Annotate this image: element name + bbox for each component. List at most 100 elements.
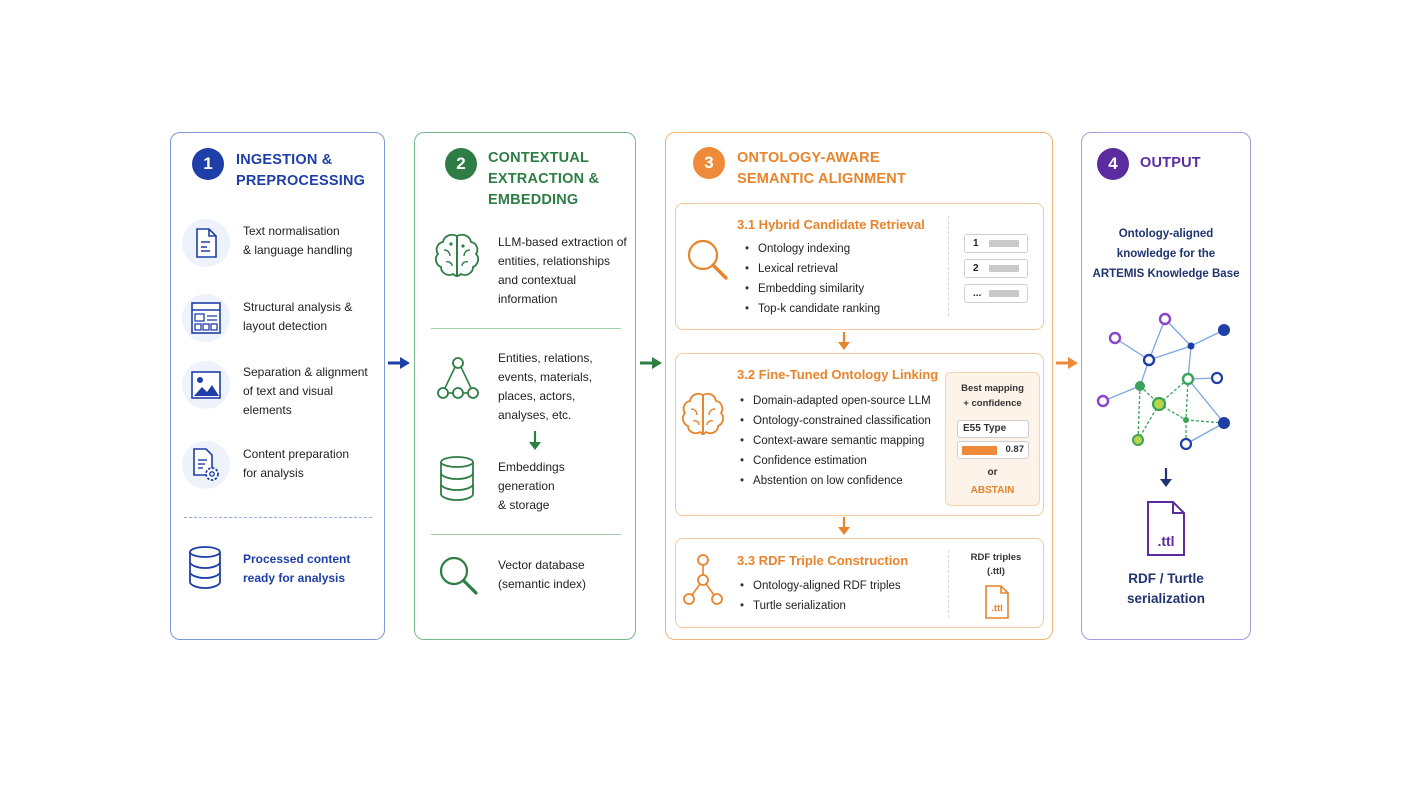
list-item: Embedding similarity bbox=[745, 279, 880, 299]
search-icon bbox=[687, 239, 728, 280]
panel1-divider bbox=[184, 517, 372, 518]
step-number-1: 1 bbox=[192, 148, 224, 180]
arrow-down-icon bbox=[838, 517, 850, 535]
graph-nodes-icon bbox=[437, 357, 479, 399]
step-number-4: 4 bbox=[1097, 148, 1129, 180]
list-item: Ontology-aligned RDF triples bbox=[740, 576, 901, 596]
panel1-item-3-line2: of text and visual bbox=[243, 384, 334, 398]
brain-icon bbox=[434, 233, 480, 277]
rank-number: 1 bbox=[973, 238, 979, 249]
confidence-bar bbox=[962, 446, 997, 455]
ttl-file-label: .ttl bbox=[991, 603, 1003, 614]
panel4-title: OUTPUT bbox=[1140, 155, 1201, 171]
list-item: Abstention on low confidence bbox=[740, 471, 931, 491]
panel2-embeddings-text: Embeddings generation & storage bbox=[498, 458, 565, 515]
rank-bar bbox=[989, 240, 1019, 247]
panel4-result-line2: serialization bbox=[1126, 591, 1206, 606]
section-3-2-title: 3.2 Fine-Tuned Ontology Linking bbox=[737, 367, 939, 382]
panel4-desc-line1: Ontology-aligned bbox=[1118, 228, 1214, 240]
document-gear-icon bbox=[182, 441, 230, 489]
panel1-item-2-line1: Structural analysis & bbox=[243, 300, 353, 314]
panel2-entities-line1: Entities, relations, bbox=[498, 351, 593, 365]
section-3-1-title: 3.1 Hybrid Candidate Retrieval bbox=[737, 217, 925, 232]
panel2-title-line1: CONTEXTUAL bbox=[488, 150, 590, 166]
list-item: Ontology-constrained classification bbox=[740, 411, 931, 431]
brain-icon bbox=[681, 392, 725, 435]
panel1-item-3: Separation & alignment of text and visua… bbox=[243, 363, 368, 420]
panel4-result-line1: RDF / Turtle bbox=[1128, 571, 1204, 586]
section-3-3-separator bbox=[948, 550, 949, 618]
panel1-item-1-line1: Text normalisation bbox=[243, 224, 340, 238]
panel1-result-line1: Processed content bbox=[243, 552, 351, 566]
panel1-item-4-line2: for analysis bbox=[243, 466, 304, 480]
section-3-2-bullets: Domain-adapted open-source LLM Ontology-… bbox=[740, 391, 931, 491]
section-3-3-title: 3.3 RDF Triple Construction bbox=[737, 553, 909, 568]
panel2-vector-line1: Vector database bbox=[498, 558, 585, 572]
arrow-down-icon bbox=[838, 332, 850, 350]
step-number-2: 2 bbox=[445, 148, 477, 180]
list-item: Top-k candidate ranking bbox=[745, 299, 880, 319]
best-mapping-label: Best mapping + confidence bbox=[945, 381, 1040, 411]
rank-number: 2 bbox=[973, 263, 979, 274]
best-mapping-line2: + confidence bbox=[963, 398, 1022, 409]
panel2-vector-line2: (semantic index) bbox=[498, 577, 587, 591]
panel2-embeddings-line2: generation bbox=[498, 479, 555, 493]
panel2-vector-text: Vector database (semantic index) bbox=[498, 556, 586, 594]
rank-bar bbox=[989, 265, 1019, 272]
ttl-file-label: .ttl bbox=[1157, 533, 1175, 549]
best-mapping-line1: Best mapping bbox=[961, 383, 1024, 394]
section-3-3-bullets: Ontology-aligned RDF triples Turtle seri… bbox=[740, 576, 901, 616]
panel2-llm-line2: entities, relationships bbox=[498, 254, 611, 268]
arrow-right-icon bbox=[640, 357, 662, 369]
panel1-title-line2: PREPROCESSING bbox=[236, 173, 366, 189]
panel2-llm-line3: and contextual bbox=[498, 273, 577, 287]
file-icon bbox=[1147, 501, 1185, 556]
graph-nodes-icon bbox=[683, 554, 723, 605]
panel1-item-1-line2: & language handling bbox=[243, 243, 353, 257]
list-item: Domain-adapted open-source LLM bbox=[740, 391, 931, 411]
arrow-down-icon bbox=[529, 431, 541, 450]
section-3-1-separator bbox=[948, 216, 949, 316]
panel4-desc: Ontology-aligned knowledge for the ARTEM… bbox=[1081, 224, 1251, 284]
list-item: Lexical retrieval bbox=[745, 259, 880, 279]
knowledge-graph-icon bbox=[1096, 312, 1230, 450]
layout-icon bbox=[182, 294, 230, 342]
panel2-embeddings-line3: & storage bbox=[498, 498, 550, 512]
panel-extraction bbox=[414, 132, 636, 640]
list-item: Turtle serialization bbox=[740, 596, 901, 616]
type-label-box: E55 Type bbox=[957, 420, 1029, 438]
panel2-llm-line1: LLM-based extraction of bbox=[498, 235, 627, 249]
panel1-item-3-line3: elements bbox=[243, 403, 292, 417]
panel2-divider-1 bbox=[431, 328, 621, 329]
panel2-entities-line3: places, actors, bbox=[498, 389, 576, 403]
list-item: Ontology indexing bbox=[745, 239, 880, 259]
list-item: Context-aware semantic mapping bbox=[740, 431, 931, 451]
database-icon bbox=[189, 546, 221, 589]
panel2-entities-line4: analyses, etc. bbox=[498, 408, 572, 422]
confidence-box: 0.87 bbox=[957, 441, 1029, 459]
panel1-item-4: Content preparation for analysis bbox=[243, 445, 349, 483]
abstain-label: ABSTAIN bbox=[970, 485, 1015, 496]
panel2-embeddings-line1: Embeddings bbox=[498, 460, 565, 474]
rdf-triples-line1: RDF triples bbox=[970, 552, 1022, 563]
best-mapping-box bbox=[945, 372, 1040, 506]
image-icon bbox=[182, 361, 230, 409]
database-icon bbox=[440, 456, 474, 501]
rank-item-1: 1 bbox=[964, 234, 1028, 253]
panel2-entities-line2: events, materials, bbox=[498, 370, 593, 384]
rank-item-2: 2 bbox=[964, 259, 1028, 278]
panel3-title-line1: ONTOLOGY-AWARE bbox=[737, 150, 880, 166]
panel3-title-line2: SEMANTIC ALIGNMENT bbox=[737, 171, 906, 187]
rank-number: ... bbox=[973, 288, 982, 299]
panel3-title: ONTOLOGY-AWARE SEMANTIC ALIGNMENT bbox=[737, 148, 906, 190]
panel1-item-2-line2: layout detection bbox=[243, 319, 328, 333]
search-icon bbox=[439, 556, 478, 595]
panel2-llm-line4: information bbox=[498, 292, 558, 306]
panel1-result-line2: ready for analysis bbox=[243, 571, 346, 585]
file-icon bbox=[985, 585, 1009, 619]
section-3-1-bullets: Ontology indexing Lexical retrieval Embe… bbox=[745, 239, 880, 319]
panel4-desc-line3: ARTEMIS Knowledge Base bbox=[1092, 268, 1240, 280]
arrow-right-icon bbox=[1056, 357, 1078, 369]
panel1-item-3-line1: Separation & alignment bbox=[243, 365, 368, 379]
rank-bar bbox=[989, 290, 1019, 297]
